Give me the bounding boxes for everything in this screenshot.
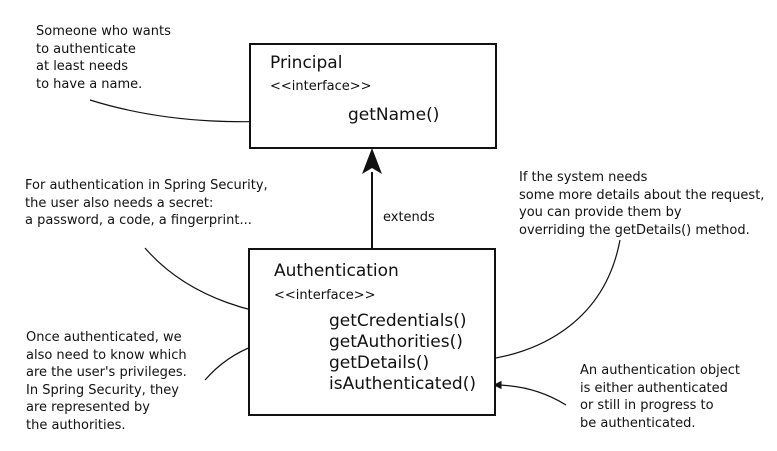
extends-arrowhead xyxy=(362,148,382,174)
principal-title: Principal xyxy=(270,53,343,73)
authenticated-note-connector xyxy=(493,380,567,406)
authentication-method-isauthenticated: isAuthenticated() xyxy=(329,374,476,394)
name-needed-note: Someone who wants to authenticate at lea… xyxy=(36,24,171,92)
authentication-method-getdetails: getDetails() xyxy=(329,353,430,373)
authorities-note: Once authenticated, we also need to know… xyxy=(26,330,187,433)
extends-label: extends xyxy=(383,210,435,225)
principal-interface-box: Principal <<interface>> getName() xyxy=(249,43,497,149)
secret-needed-note: For authentication in Spring Security, t… xyxy=(25,178,268,228)
authentication-stereotype: <<interface>> xyxy=(274,288,376,303)
authentication-interface-box: Authentication <<interface>> getCredenti… xyxy=(248,248,496,416)
details-note: If the system needs some more details ab… xyxy=(519,170,765,238)
authenticated-state-note: An authentication object is either authe… xyxy=(580,363,740,431)
principal-method-getname: getName() xyxy=(348,105,440,125)
authentication-title: Authentication xyxy=(274,261,399,281)
principal-stereotype: <<interface>> xyxy=(270,79,372,94)
authentication-method-getcredentials: getCredentials() xyxy=(329,311,467,331)
authentication-method-getauthorities: getAuthorities() xyxy=(329,332,463,352)
